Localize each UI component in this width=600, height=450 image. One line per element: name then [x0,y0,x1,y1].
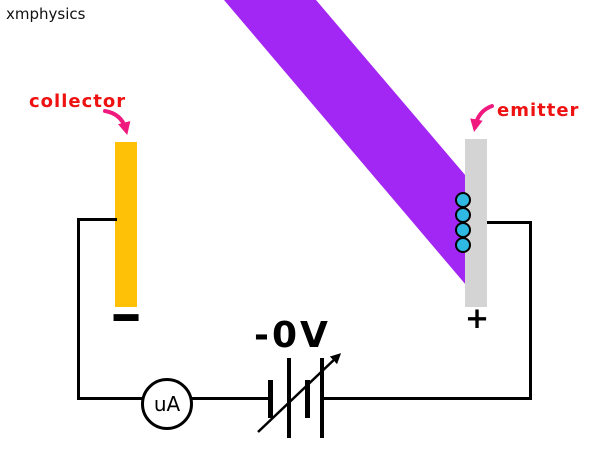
wire-emitter-horizontal [487,221,532,224]
wire-bottom-right [324,397,532,400]
watermark: xmphysics [6,5,86,23]
emitter-arrow [470,104,494,133]
battery-long-plate [287,358,291,438]
wire-left-vertical [77,218,80,400]
battery-long-plate [320,358,324,438]
wire-collector-horizontal [77,218,117,221]
electron [455,192,471,208]
emitter-plus-sign: + [464,301,490,335]
uv-beam [224,0,466,285]
microammeter-label: uA [153,392,181,416]
wire-bottom-left [77,397,142,400]
electron [455,222,471,238]
electron [455,237,471,253]
collector-arrow [103,109,131,135]
battery-short-plate [268,380,273,418]
electron [455,207,471,223]
battery-short-plate [305,380,310,418]
emitter-plate [465,139,487,307]
collector-minus-sign: − [109,282,143,352]
emitter-label: emitter [497,100,580,121]
variable-battery-arrow [257,353,342,433]
microammeter: uA [141,378,193,430]
collector-label: collector [29,91,127,112]
wire-bottom-middle [186,397,268,400]
battery-voltage-label: -0V [254,315,331,356]
wire-right-vertical [529,221,532,400]
collector-plate [115,142,137,307]
